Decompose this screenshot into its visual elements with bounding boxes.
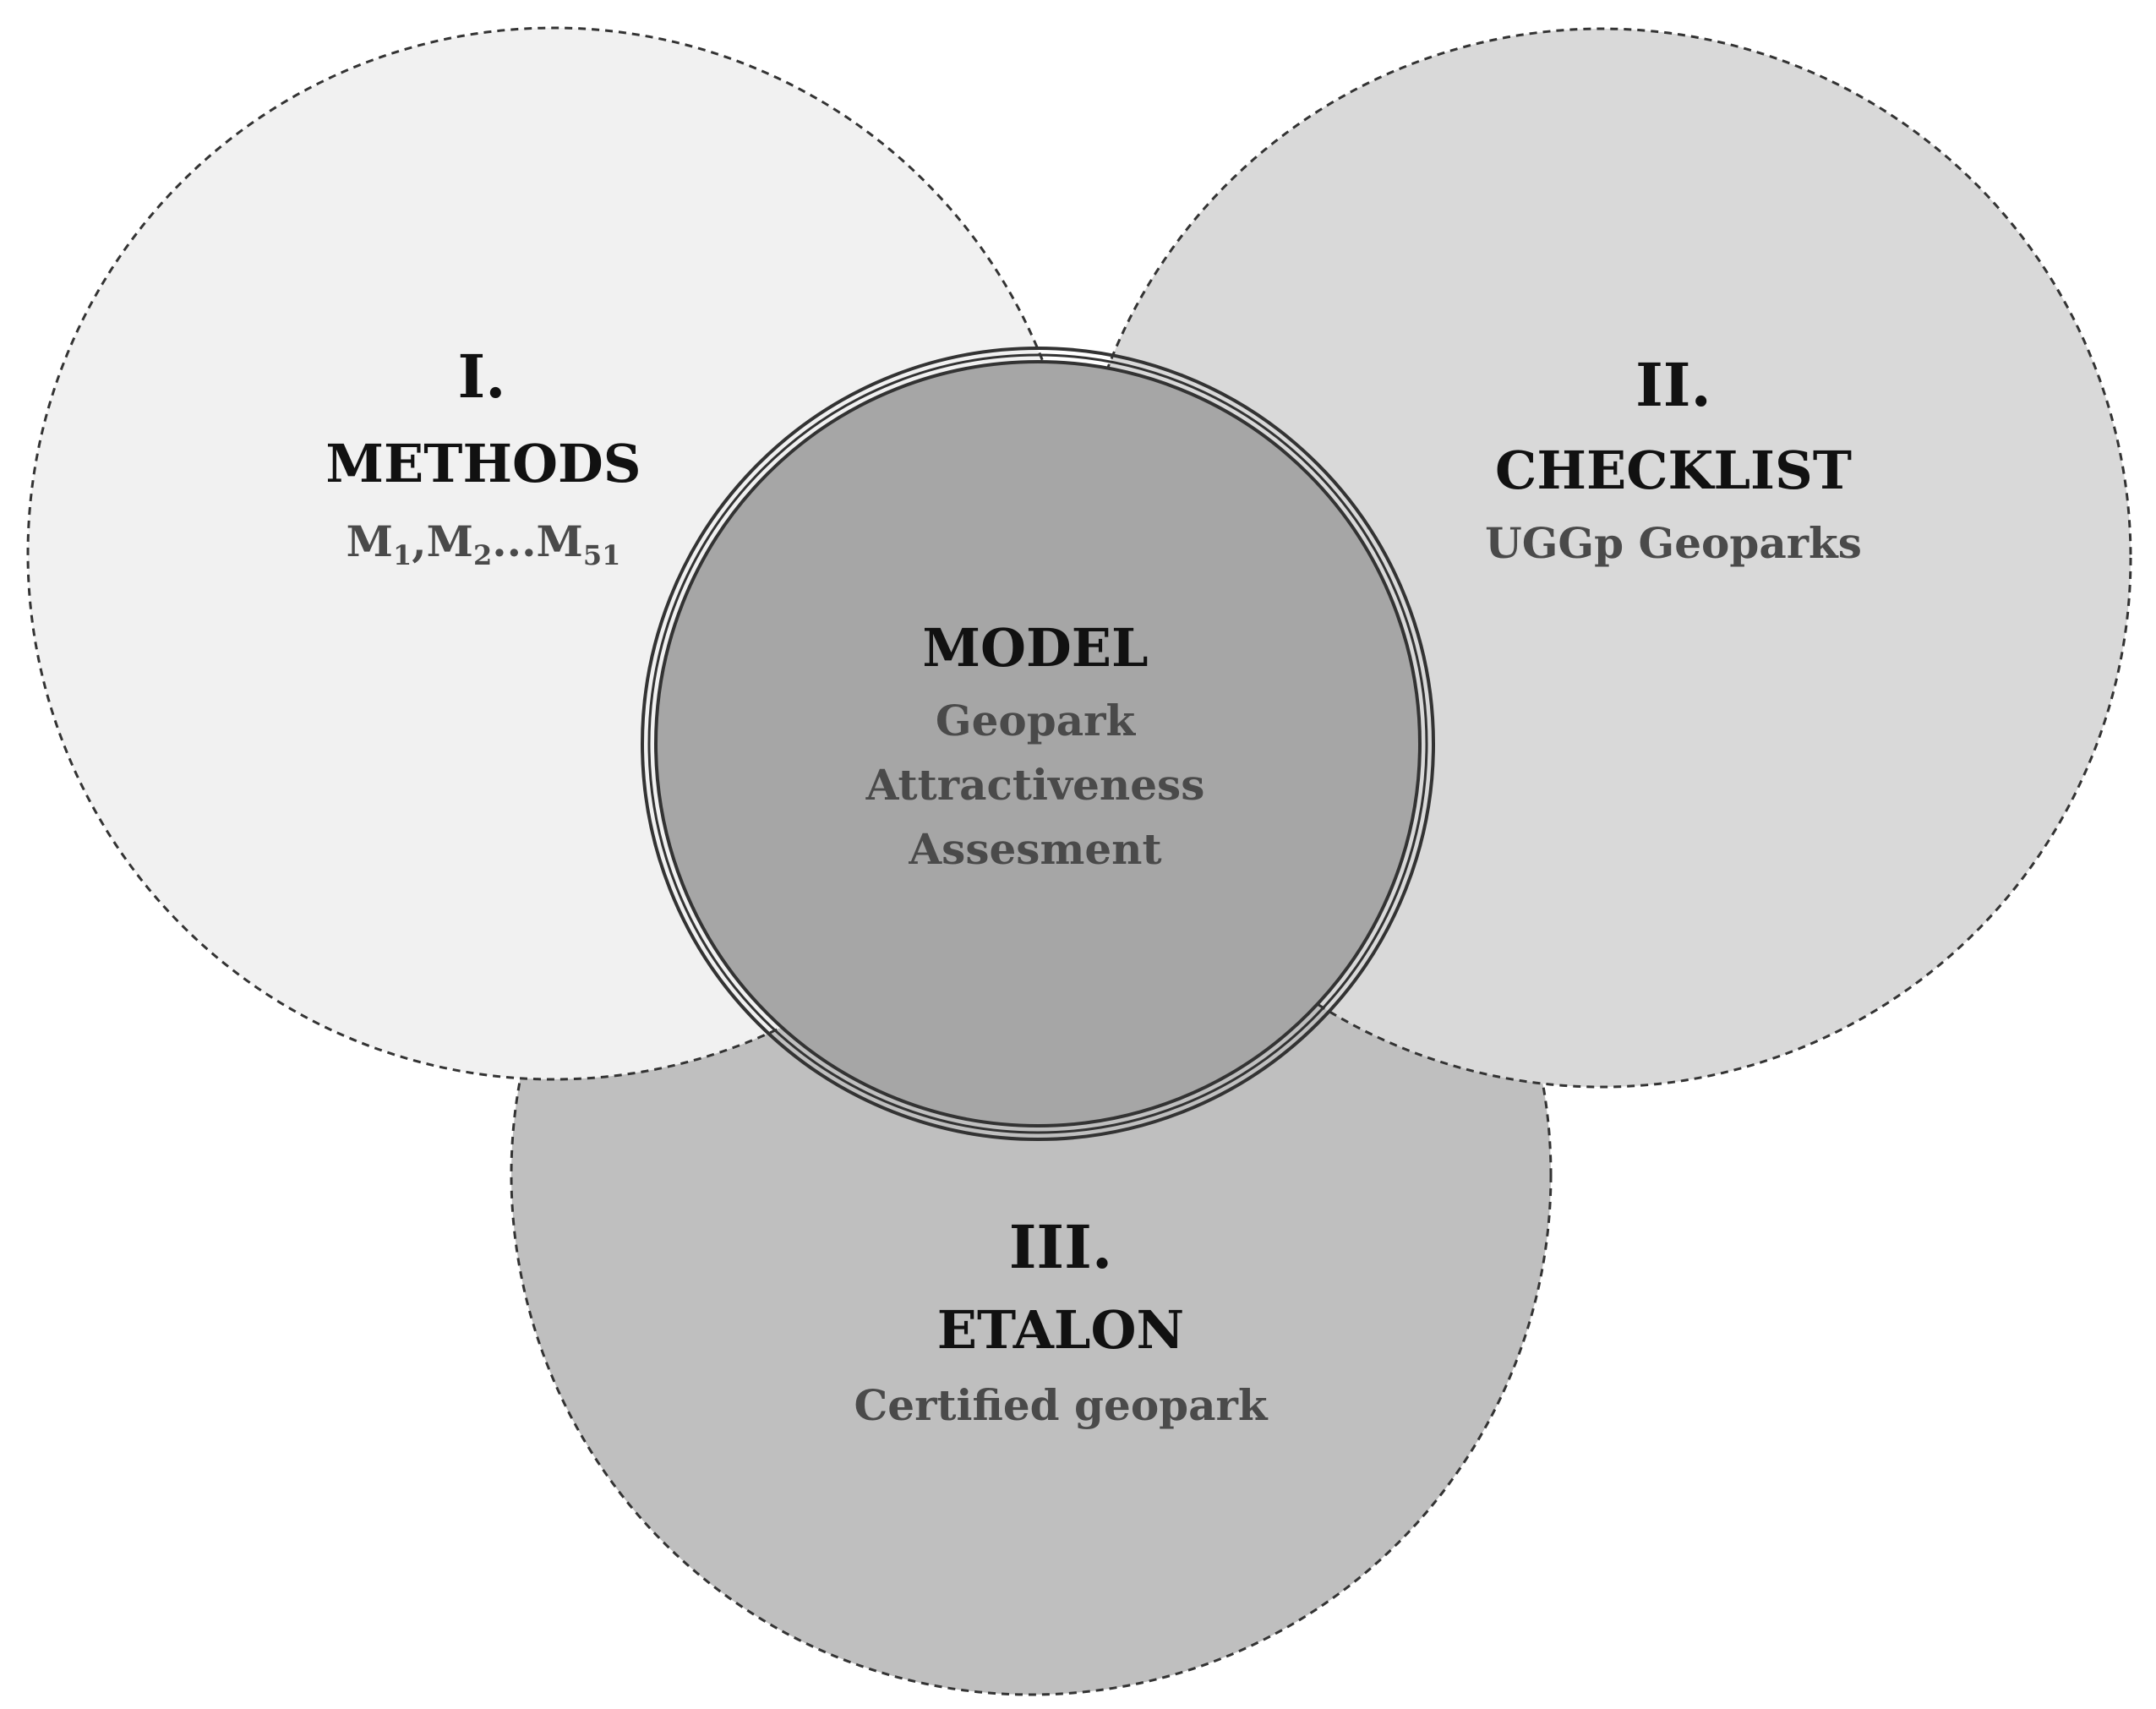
- checklist-subtitle: UGGp Geoparks: [1485, 518, 1862, 568]
- etalon-numeral: III.: [1009, 1212, 1113, 1282]
- model-line-3: Assesment: [908, 824, 1161, 874]
- methods-m2: M: [427, 516, 473, 566]
- circle-model: [641, 347, 1435, 1141]
- methods-m2-sub: 2: [473, 539, 492, 571]
- methods-m51-sub: 51: [583, 539, 621, 571]
- checklist-numeral: II.: [1635, 350, 1711, 420]
- etalon-title: ETALON: [937, 1299, 1184, 1361]
- etalon-subtitle: Certified geopark: [854, 1380, 1268, 1430]
- model-line-2: Attractiveness: [865, 760, 1205, 810]
- methods-m1: M: [347, 516, 393, 566]
- model-line-1: Geopark: [936, 696, 1137, 745]
- checklist-title: CHECKLIST: [1495, 440, 1852, 501]
- methods-subtitle: M1,M2...M51: [347, 516, 621, 571]
- methods-numeral: I.: [457, 341, 505, 412]
- model-title: MODEL: [922, 617, 1148, 679]
- methods-m51: M: [537, 516, 583, 566]
- methods-m1-sub: 1: [393, 539, 412, 571]
- methods-title: METHODS: [325, 433, 641, 494]
